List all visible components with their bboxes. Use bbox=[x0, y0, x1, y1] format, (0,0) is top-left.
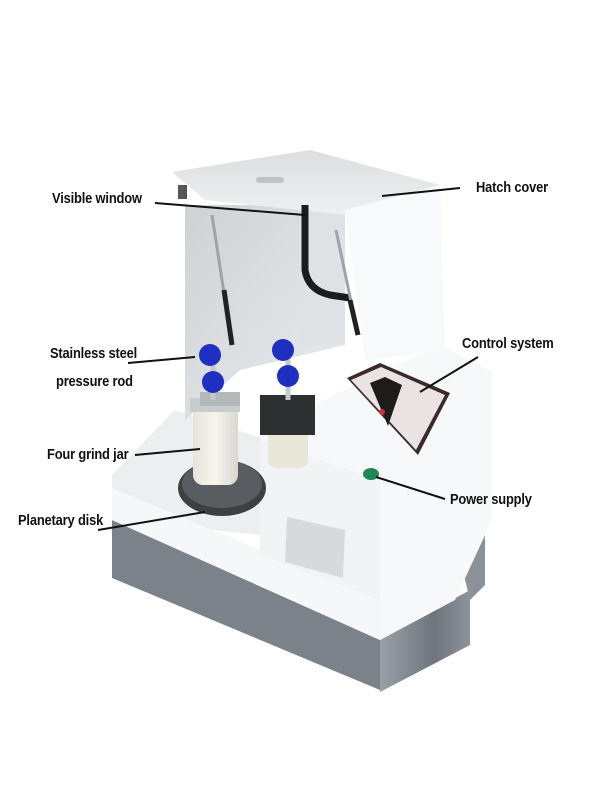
leader-lines bbox=[97, 187, 479, 531]
label-four-grind-jar: Four grind jar bbox=[47, 446, 129, 463]
hatch-cover-shape bbox=[172, 150, 445, 360]
label-planetary-disk: Planetary disk bbox=[18, 512, 104, 529]
power-button bbox=[363, 468, 379, 480]
label-stainless-steel-line2: pressure rod bbox=[56, 373, 133, 390]
nameplate bbox=[285, 517, 345, 578]
label-stainless-steel-line1: Stainless steel bbox=[50, 345, 138, 362]
pressure-rod-knobs bbox=[199, 339, 299, 393]
label-visible-window: Visible window bbox=[52, 190, 142, 207]
label-hatch-cover: Hatch cover bbox=[476, 179, 548, 196]
label-control-system: Control system bbox=[462, 335, 554, 352]
control-panel bbox=[347, 363, 450, 455]
label-power-supply: Power supply bbox=[450, 491, 532, 508]
